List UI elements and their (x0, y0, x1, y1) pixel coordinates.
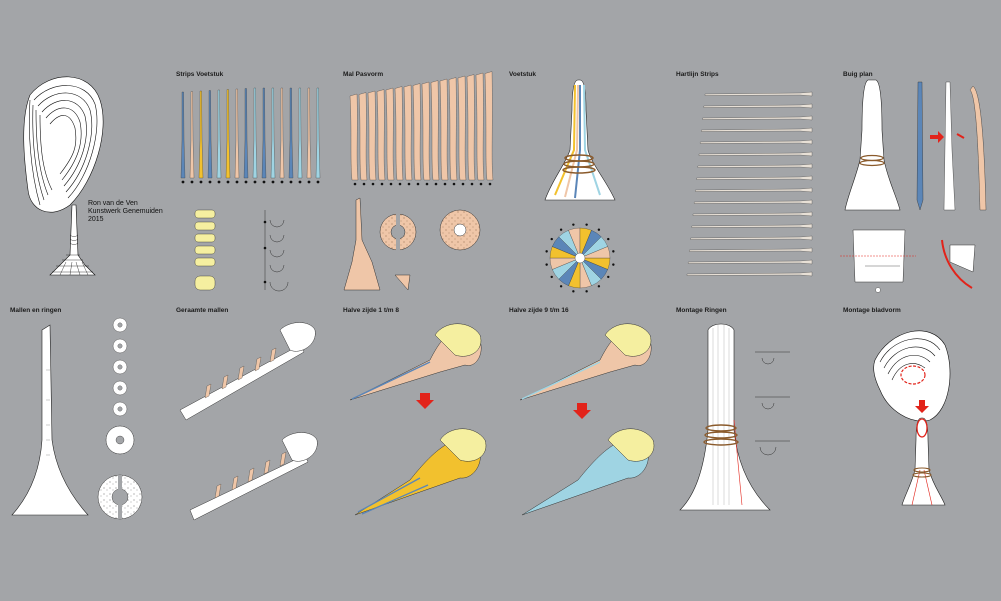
halve-zijde-1-8-drawing (349, 323, 487, 516)
sculpture-hero (23, 76, 104, 276)
title-montage-bladvorm: Montage bladvorm (843, 307, 901, 314)
title-montage-ringen: Montage Ringen (676, 307, 727, 314)
montage-bladvorm-drawing (873, 330, 951, 506)
title-mal-pasvorm: Mal Pasvorm (343, 71, 384, 78)
title-strips-voetstuk: Strips Voetstuk (176, 71, 224, 78)
hartlijn-strips-drawing (686, 91, 813, 277)
mal-pasvorm-strips (349, 71, 494, 186)
credit-block: Ron van de Ven Kunstwerk Genemuiden 2015 (88, 200, 163, 224)
red-down-arrow-icon (416, 393, 434, 409)
montage-ringen-drawing (679, 323, 790, 511)
buig-plan-drawing (840, 79, 987, 293)
title-halve-zijde-1-8: Halve zijde 1 t/m 8 (343, 307, 399, 314)
strips-voetstuk-drawing (180, 87, 321, 184)
credit-year: 2015 (88, 216, 104, 223)
red-down-arrow-icon (915, 400, 929, 413)
mallen-en-ringen-drawing (11, 317, 143, 520)
title-mallen-en-ringen: Mallen en ringen (10, 307, 62, 314)
title-halve-zijde-9-16: Halve zijde 9 t/m 16 (509, 307, 569, 314)
credit-work: Kunstwerk Genemuiden (88, 208, 163, 215)
credit-name: Ron van de Ven (88, 200, 138, 207)
voetstuk-drawing (544, 79, 616, 293)
title-voetstuk: Voetstuk (509, 71, 536, 78)
halve-zijde-9-16-drawing (519, 323, 655, 516)
title-buig-plan: Buig plan (843, 71, 873, 78)
mal-pasvorm-shapes (343, 197, 481, 291)
red-right-arrow-icon (930, 131, 944, 143)
geraamte-mallen-drawing (179, 322, 318, 521)
title-hartlijn-strips: Hartlijn Strips (676, 71, 719, 78)
title-gerante-mallen: Geraamte mallen (176, 307, 229, 314)
strips-small-parts (194, 209, 289, 292)
red-down-arrow-icon (573, 403, 591, 419)
